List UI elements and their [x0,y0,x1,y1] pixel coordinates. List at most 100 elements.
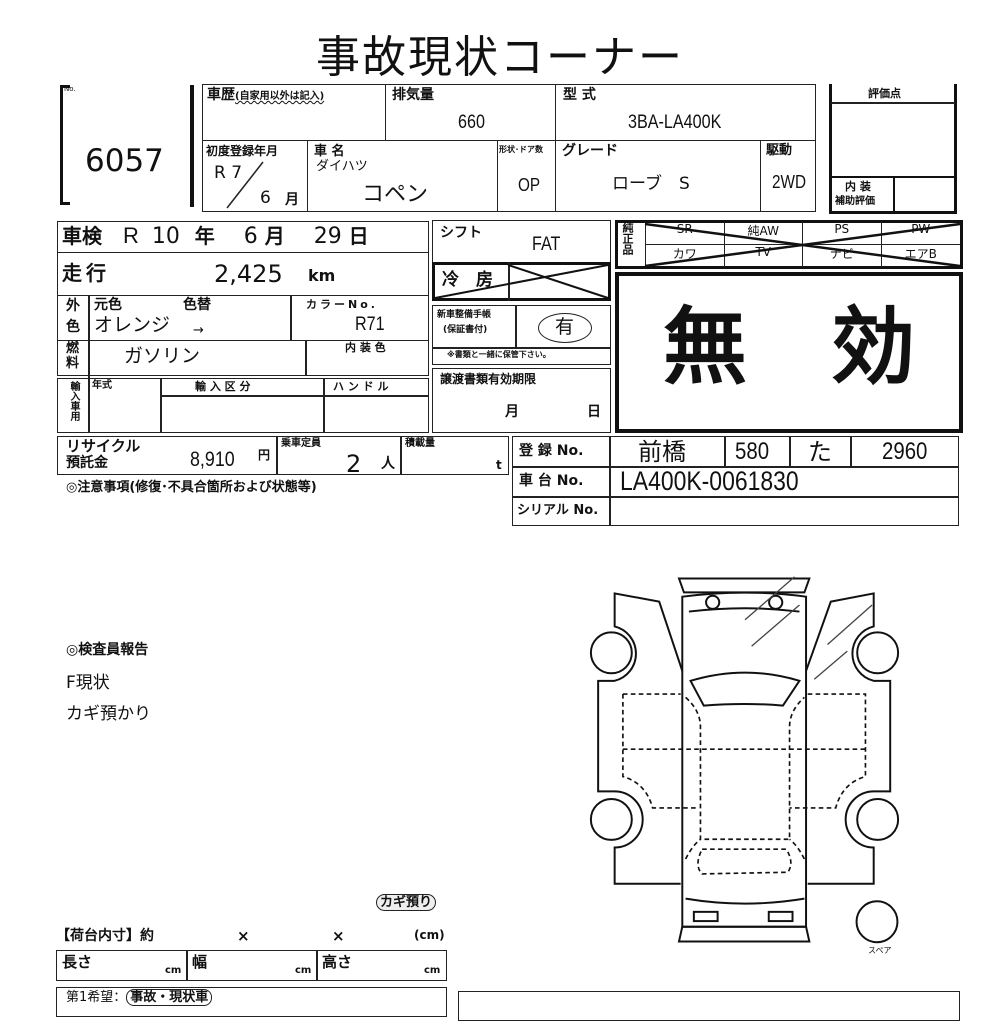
genuine-item: PS [803,222,882,245]
preference-line: 第1希望：事故・現状車 [66,989,213,1006]
fuel-row [57,340,429,376]
mileage-value: 2,425 [214,260,283,288]
first-reg-era: R 7 [214,163,243,183]
history-label: 車歴(自家用以外は記入) [207,88,324,102]
inspection-label: 車検 [62,224,102,248]
orig-color-value: オレンジ [94,314,171,336]
registration-class: 580 [735,438,770,465]
front-bumper [677,577,811,594]
taillight [767,910,794,923]
maintenance-circle [538,313,592,343]
v-line [724,436,726,466]
maintenance-cell [432,305,611,365]
first-reg-month-unit: 月 [285,192,299,208]
interior-label-2: 補助評価 [835,196,875,207]
load-label: 積載量 [405,438,435,449]
maintenance-label-2: (保証書付) [443,325,488,335]
lot-label: No. [64,85,76,93]
score-header-line [831,102,955,104]
wheel [856,631,900,675]
score-box [829,84,957,214]
inspector-line: F現状 [66,673,110,693]
chassis-value: LA400K-0061830 [620,466,799,496]
genuine-grid: SR 純AW PS PW カワ TV ナビ エアB [645,222,960,267]
cargo-height-unit: cm [424,965,441,976]
cargo-length-unit: cm [165,965,182,976]
inspection-year: 10 [151,224,180,249]
displacement-value: 660 [458,112,485,133]
maintenance-note: ※書類と一緒に保管下さい。 [447,350,551,359]
v-line [88,295,90,433]
preference-value: 事故・現状車 [126,989,213,1006]
windshield [689,671,802,707]
car-body [681,591,808,928]
registration-kana: た [808,438,832,466]
wheel [589,631,633,675]
left-side [597,592,684,885]
bottom-right-box [458,991,960,1021]
exterior-label-2: 色 [66,319,80,335]
transfer-cell [432,368,611,433]
color-no-label: カラーNo. [306,298,378,311]
cargo-width-unit: cm [295,965,312,976]
inspection-month-unit: 月 [264,224,285,248]
cross-out [434,264,609,299]
recycle-label-2: 預託金 [66,455,108,471]
color-change-label: 色替 [183,297,211,313]
h-line [160,395,429,397]
genuine-label: 純正品 [621,222,634,255]
cargo-x1: × [237,927,250,945]
grade-value: ローブ S [612,174,690,194]
import-category-label: 輸 入 区 分 [195,380,251,393]
chassis-label: 車 台 No. [519,473,584,489]
v-line [508,262,510,301]
interior-label-1: 内 装 [845,180,871,193]
wheel [856,798,900,841]
aircon-cell [432,262,611,301]
drive-cell [760,140,816,212]
capacity-value: 2 [346,450,362,478]
lot-number: 6057 [85,143,164,179]
transfer-month-unit: 月 [505,404,519,420]
v-line [789,436,791,466]
h-line [432,347,611,349]
fuel-label-2: 料 [66,356,80,371]
inspection-day: 29 [313,224,342,249]
spare-tire [855,900,899,944]
car-name-label: 車 名 [314,144,345,159]
score-label: 評価点 [868,87,901,100]
import-year-label: 年式 [92,380,112,391]
serial-label: シリアル No. [517,503,599,518]
inspector-line: カギ預かり [66,704,151,724]
headlight [768,594,784,610]
model-code-value: 3BA-LA400K [628,112,722,133]
h-line [512,496,959,498]
body-type-value: OP [518,175,541,195]
car-diagram [589,576,900,944]
body-type-label: 形状･ドア数 [499,145,543,154]
cargo-width-label: 幅 [192,953,208,971]
v-line [276,436,278,475]
genuine-parts-box [615,220,963,269]
void-stamp: 無 効 [662,298,915,396]
v-line [160,378,162,433]
first-reg-label: 初度登録年月 [206,144,279,158]
v-line [290,295,292,341]
genuine-item: 純AW [724,222,803,245]
slash [226,161,264,209]
spare-label: スペア [868,946,892,955]
mileage-unit: km [308,266,336,285]
shift-value: FAT [532,234,561,255]
history-label-text: 車歴 [207,87,235,103]
drive-value: 2WD [772,172,806,192]
registration-label: 登 録 No. [519,443,584,459]
headlight [705,594,721,610]
preference-label: 第1希望： [66,990,127,1005]
void-stamp-box [615,272,963,433]
inspection-era: R [122,223,139,248]
recycle-label-1: リサイクル [66,437,141,455]
fuel-value: ガソリン [124,345,201,367]
aircon-label: 冷 房 [442,270,493,290]
capacity-unit: 人 [381,456,395,472]
genuine-item: TV [725,244,803,267]
